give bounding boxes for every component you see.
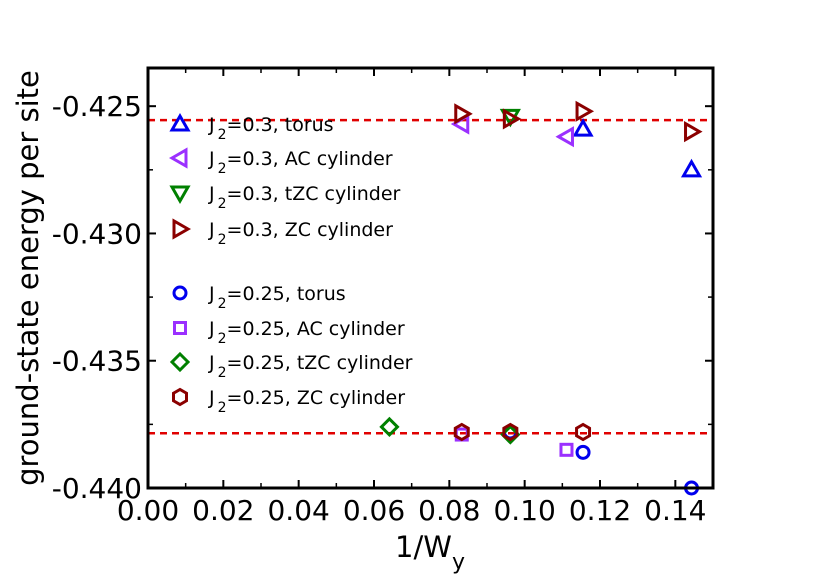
data-point-series-1 bbox=[572, 118, 594, 137]
x-tick-label: 0.12 bbox=[569, 494, 631, 527]
legend-label-rest: =0.3, ZC cylinder bbox=[227, 219, 394, 241]
data-point-series-4 bbox=[575, 100, 595, 122]
legend-label-rest: =0.3, tZC cylinder bbox=[227, 183, 401, 205]
legend-label-j: J bbox=[208, 352, 215, 374]
legend-label-j: J bbox=[208, 183, 215, 205]
x-axis-title: 1/Wy bbox=[395, 530, 465, 575]
legend-label-j: J bbox=[208, 387, 215, 409]
legend-label-rest: =0.3, torus bbox=[227, 114, 334, 136]
y-tick-label: -0.425 bbox=[52, 90, 142, 123]
x-tick-label: 0.02 bbox=[192, 494, 254, 527]
legend-label-sub: 2 bbox=[218, 365, 227, 381]
data-point-series-6 bbox=[559, 442, 574, 457]
y-tick-label: -0.440 bbox=[52, 472, 142, 505]
data-point-series-2 bbox=[555, 126, 574, 148]
legend-label-rest: =0.25, ZC cylinder bbox=[227, 387, 406, 409]
data-point-series-4 bbox=[502, 108, 522, 130]
legend-marker bbox=[173, 321, 187, 335]
data-point-series-4 bbox=[454, 103, 473, 125]
legend-marker bbox=[172, 285, 188, 301]
x-tick-label: 0.06 bbox=[343, 494, 405, 527]
legend-label-sub: 2 bbox=[218, 296, 227, 312]
data-point-series-5 bbox=[575, 444, 591, 460]
x-tick-label: 0.00 bbox=[117, 494, 179, 527]
legend-label-rest: =0.25, AC cylinder bbox=[227, 318, 405, 340]
legend-label-j: J bbox=[208, 318, 215, 340]
data-point-series-8 bbox=[502, 422, 519, 442]
x-axis-title-sub: y bbox=[452, 550, 465, 575]
data-point-series-4 bbox=[684, 121, 703, 143]
plot-frame bbox=[146, 66, 715, 490]
legend-label-rest: =0.3, AC cylinder bbox=[227, 148, 393, 170]
x-tick-label: 0.10 bbox=[493, 494, 555, 527]
legend-label-j: J bbox=[208, 283, 215, 305]
data-marks bbox=[379, 100, 703, 496]
data-point-series-7 bbox=[379, 416, 400, 438]
data-point-series-8 bbox=[453, 422, 470, 442]
x-tick-label: 0.04 bbox=[267, 494, 329, 527]
legend-label-sub: 2 bbox=[218, 196, 227, 212]
legend-label-rest: =0.25, tZC cylinder bbox=[227, 352, 413, 374]
legend-marker bbox=[169, 112, 191, 132]
legend-label-j: J bbox=[208, 148, 215, 170]
x-tick-label: 0.14 bbox=[644, 494, 706, 527]
y-tick-label: -0.430 bbox=[52, 217, 142, 250]
data-point-series-8 bbox=[575, 422, 592, 442]
x-axis-title-main: 1/W bbox=[395, 530, 452, 564]
legend-label-sub: 2 bbox=[218, 161, 227, 177]
legend-marker bbox=[172, 218, 192, 240]
legend-label-sub: 2 bbox=[218, 331, 227, 347]
legend-label-j: J bbox=[208, 219, 215, 241]
legend-label-sub: 2 bbox=[218, 127, 227, 143]
legend-label-rest: =0.25, torus bbox=[227, 283, 346, 305]
legend-label-sub: 2 bbox=[218, 232, 227, 248]
legend-marker bbox=[169, 185, 191, 205]
legend-label-sub: 2 bbox=[218, 400, 227, 416]
y-axis-title: ground-state energy per site bbox=[11, 70, 45, 486]
legend-marker bbox=[172, 387, 188, 407]
axis-ticks: 0.00 0.02 0.04 0.06 0.08 0.10 0.12 0.14 -0.425 -0… bbox=[52, 68, 713, 527]
x-tick-label: 0.08 bbox=[418, 494, 480, 527]
legend-marker bbox=[169, 351, 191, 373]
data-point-series-1 bbox=[680, 158, 703, 178]
legend-marker bbox=[168, 147, 188, 169]
legend-label-j: J bbox=[208, 114, 215, 136]
reference-lines bbox=[148, 118, 713, 435]
y-tick-label: -0.435 bbox=[52, 345, 142, 378]
